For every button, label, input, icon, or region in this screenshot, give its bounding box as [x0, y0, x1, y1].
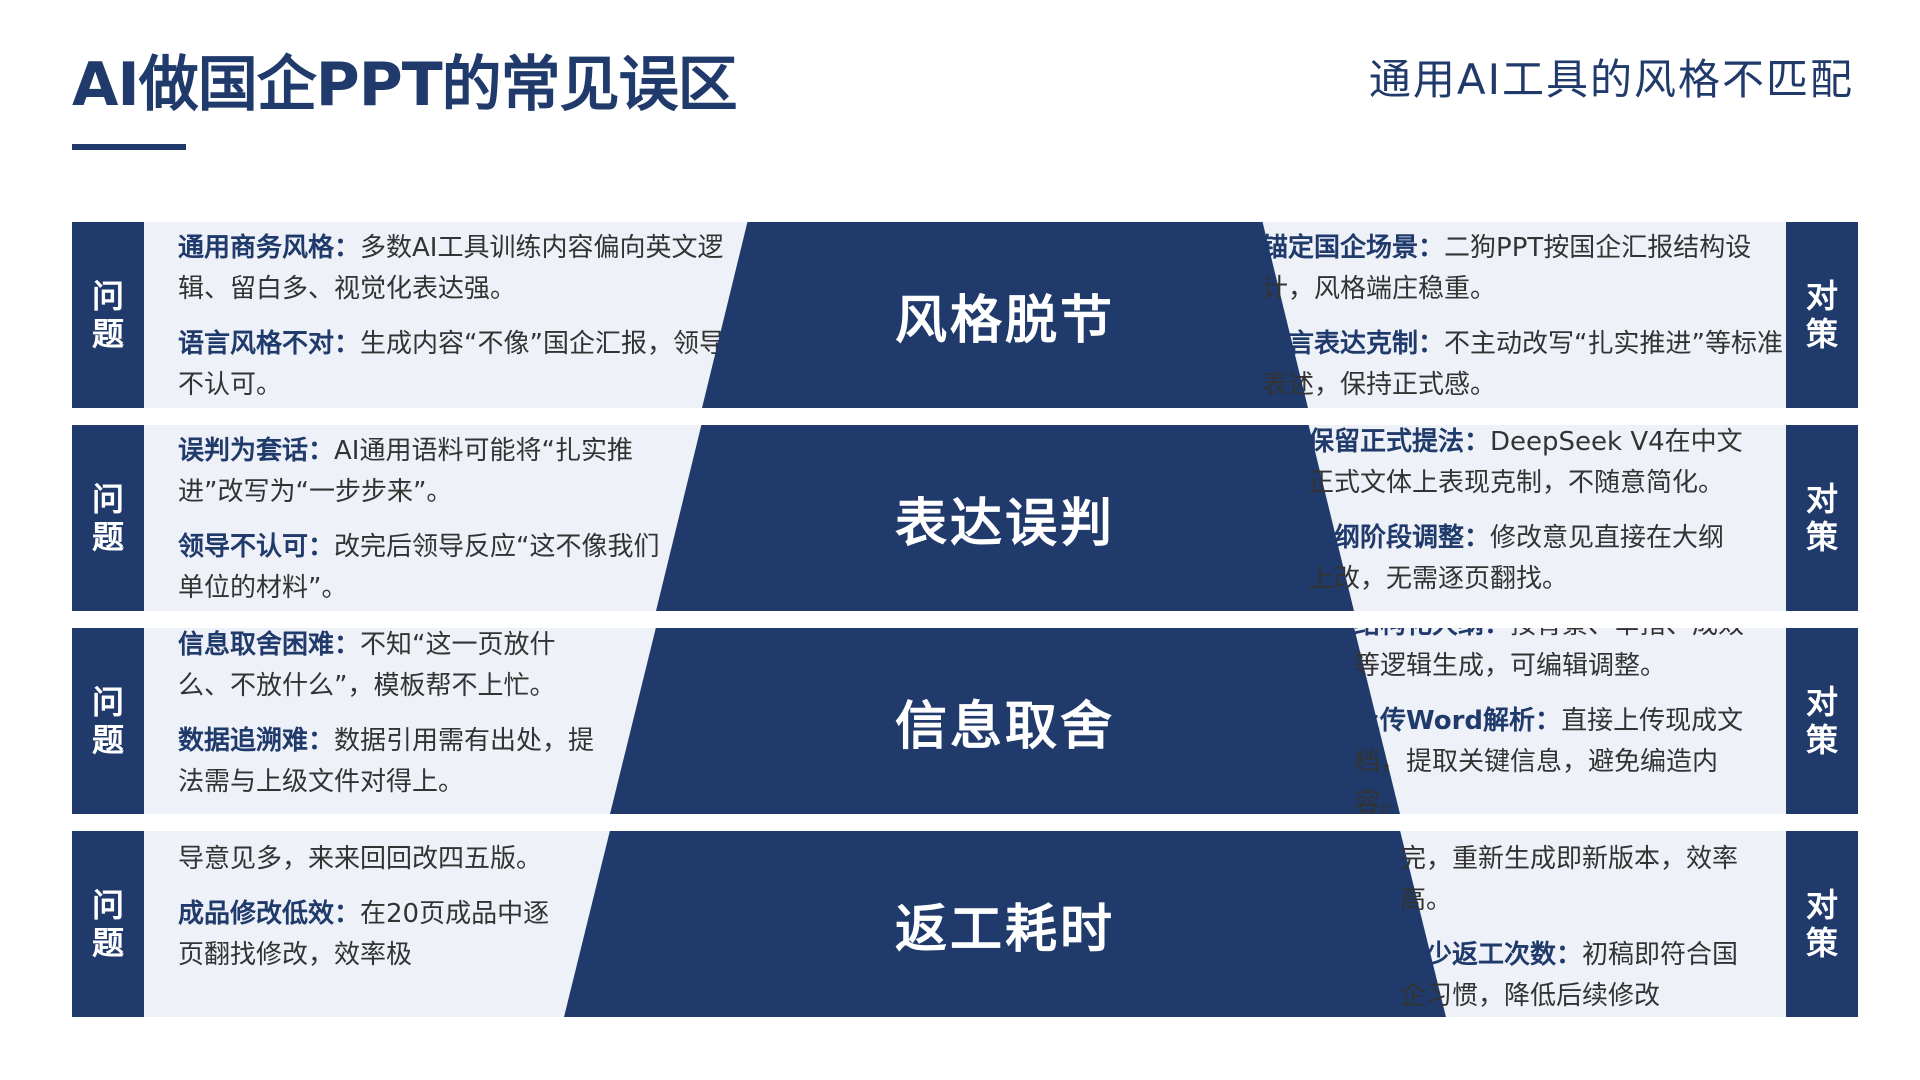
problem-tag-char: 问 — [91, 886, 124, 924]
page-subtitle: 通用AI工具的风格不匹配 — [1368, 55, 1854, 104]
comparison-row: 问 题 通用商务风格：多数AI工具训练内容偏向英文逻辑、留白多、视觉化表达强。 … — [72, 222, 1858, 408]
solution-item-title: 大纲阶段调整： — [1308, 523, 1491, 553]
problem-item-title: 语言风格不对： — [178, 329, 361, 359]
problem-text: 信息取舍困难：不知“这一页放什么、不放什么”，模板帮不上忙。 数据追溯难：数据引… — [178, 628, 598, 814]
solution-item-title: 上传Word解析： — [1354, 705, 1562, 736]
topic-trapezoid: 表达误判 — [656, 425, 1354, 611]
solution-item-text: 直接上传现成文档，提取关键信息，避免编造内容。 — [1354, 705, 1744, 815]
topic-trapezoid: 风格脱节 — [702, 222, 1308, 408]
solution-tag: 对 策 — [1786, 222, 1858, 408]
solution-tag-char: 策 — [1805, 518, 1838, 556]
solution-item-title: 保留正式提法： — [1308, 427, 1491, 457]
problem-item-title: 通用商务风格： — [178, 233, 361, 263]
solution-item-text: 不主动改写“扎实推进”等标准表述，保持正式感。 — [1262, 329, 1783, 400]
solution-text: 结构化大纲：按背景、举措、成效等逻辑生成，可编辑调整。 上传Word解析：直接上… — [1354, 628, 1764, 814]
problem-tag: 问 题 — [72, 628, 144, 814]
problem-item-title: 数据追溯难： — [178, 726, 335, 756]
problem-item-title: 信息取舍困难： — [178, 630, 361, 660]
problem-item: 导意见多，来来回回改四五版。 — [178, 839, 558, 880]
problem-item-text: AI通用语料可能将“扎实推进”改写为“一步步来”。 — [178, 436, 633, 507]
problem-item-text: 生成内容“不像”国企汇报，领导不认可。 — [178, 329, 725, 400]
title-underline — [72, 144, 186, 150]
topic-label: 返工耗时 — [894, 899, 1115, 960]
solution-item-title: 减少返工次数： — [1400, 940, 1583, 970]
problem-item-title: 误判为套话： — [178, 436, 335, 466]
problem-tag: 问 题 — [72, 831, 144, 1017]
solution-item: 大纲阶段调整：修改意见直接在大纲上改，无需逐页翻找。 — [1308, 518, 1748, 600]
problem-tag-char: 题 — [91, 924, 124, 962]
problem-item: 成品修改低效：在20页成品中逐页翻找修改，效率极 — [178, 894, 558, 976]
problem-text: 导意见多，来来回回改四五版。 成品修改低效：在20页成品中逐页翻找修改，效率极 — [178, 831, 558, 1025]
problem-item-text: 数据引用需有出处，提法需与上级文件对得上。 — [178, 726, 595, 797]
topic-label: 风格脱节 — [894, 290, 1115, 351]
comparison-row: 问 题 导意见多，来来回回改四五版。 成品修改低效：在20页成品中逐页翻找修改，… — [72, 831, 1858, 1017]
solution-item: 语言表达克制：不主动改写“扎实推进”等标准表述，保持正式感。 — [1262, 324, 1792, 406]
problem-tag: 问 题 — [72, 222, 144, 408]
solution-tag-char: 策 — [1805, 721, 1838, 759]
solution-item-title: 结构化大纲： — [1354, 628, 1510, 640]
problem-item-text: 多数AI工具训练内容偏向英文逻辑、留白多、视觉化表达强。 — [178, 233, 724, 304]
problem-item: 误判为套话：AI通用语料可能将“扎实推进”改写为“一步步来”。 — [178, 431, 678, 513]
solution-item-text: 完，重新生成即新版本，效率高。 — [1400, 844, 1739, 915]
problem-item: 领导不认可：改完后领导反应“这不像我们单位的材料”。 — [178, 527, 678, 609]
solution-item: 锚定国企场景：二狗PPT按国企汇报结构设计，风格端庄稳重。 — [1262, 228, 1792, 310]
solution-text: 锚定国企场景：二狗PPT按国企汇报结构设计，风格端庄稳重。 语言表达克制：不主动… — [1262, 222, 1792, 414]
problem-tag-char: 问 — [91, 480, 124, 518]
page-title: AI做国企PPT的常见误区 — [72, 50, 738, 120]
solution-item-text: 按背景、举措、成效等逻辑生成，可编辑调整。 — [1354, 628, 1744, 681]
solution-item: 保留正式提法：DeepSeek V4在中文正式文体上表现克制，不随意简化。 — [1308, 425, 1748, 504]
solution-tag-char: 对 — [1805, 886, 1838, 924]
topic-label: 表达误判 — [894, 493, 1115, 554]
solution-item-text: DeepSeek V4在中文正式文体上表现克制，不随意简化。 — [1308, 427, 1743, 498]
problem-item: 语言风格不对：生成内容“不像”国企汇报，领导不认可。 — [178, 324, 738, 406]
problem-item-text: 导意见多，来来回回改四五版。 — [178, 844, 543, 874]
problem-item: 通用商务风格：多数AI工具训练内容偏向英文逻辑、留白多、视觉化表达强。 — [178, 228, 738, 310]
solution-item: 结构化大纲：按背景、举措、成效等逻辑生成，可编辑调整。 — [1354, 628, 1764, 687]
problem-text: 通用商务风格：多数AI工具训练内容偏向英文逻辑、留白多、视觉化表达强。 语言风格… — [178, 222, 738, 414]
solution-tag-char: 对 — [1805, 683, 1838, 721]
problem-item-title: 领导不认可： — [178, 532, 335, 562]
topic-label: 信息取舍 — [894, 696, 1115, 757]
solution-item-title: 锚定国企场景： — [1262, 233, 1445, 263]
topic-trapezoid: 信息取舍 — [610, 628, 1400, 814]
topic-trapezoid: 返工耗时 — [564, 831, 1446, 1017]
solution-item-text: 二狗PPT按国企汇报结构设计，风格端庄稳重。 — [1262, 233, 1752, 304]
solution-item: 减少返工次数：初稿即符合国企习惯，降低后续修改 — [1400, 935, 1760, 1017]
problem-tag-char: 问 — [91, 277, 124, 315]
problem-item-text: 不知“这一页放什么、不放什么”，模板帮不上忙。 — [178, 630, 556, 701]
problem-item-title: 成品修改低效： — [178, 899, 361, 929]
comparison-row: 问 题 误判为套话：AI通用语料可能将“扎实推进”改写为“一步步来”。 领导不认… — [72, 425, 1858, 611]
problem-item-text: 改完后领导反应“这不像我们单位的材料”。 — [178, 532, 660, 603]
solution-tag-char: 对 — [1805, 277, 1838, 315]
problem-tag-char: 题 — [91, 721, 124, 759]
solution-tag-char: 对 — [1805, 480, 1838, 518]
solution-item-text: 初稿即符合国企习惯，降低后续修改 — [1400, 940, 1739, 1011]
problem-tag-char: 题 — [91, 518, 124, 556]
solution-item-text: 修改意见直接在大纲上改，无需逐页翻找。 — [1308, 523, 1725, 594]
problem-item: 数据追溯难：数据引用需有出处，提法需与上级文件对得上。 — [178, 721, 598, 803]
problem-item: 信息取舍困难：不知“这一页放什么、不放什么”，模板帮不上忙。 — [178, 628, 598, 707]
solution-item: 上传Word解析：直接上传现成文档，提取关键信息，避免编造内容。 — [1354, 701, 1764, 815]
solution-tag-char: 策 — [1805, 924, 1838, 962]
solution-item: 完，重新生成即新版本，效率高。 — [1400, 839, 1760, 921]
problem-item-text: 在20页成品中逐页翻找修改，效率极 — [178, 899, 550, 970]
solution-tag: 对 策 — [1786, 831, 1858, 1017]
problem-tag-char: 问 — [91, 683, 124, 721]
solution-item-title: 语言表达克制： — [1262, 329, 1445, 359]
comparison-row: 问 题 信息取舍困难：不知“这一页放什么、不放什么”，模板帮不上忙。 数据追溯难… — [72, 628, 1858, 814]
solution-text: 保留正式提法：DeepSeek V4在中文正式文体上表现克制，不随意简化。 大纲… — [1308, 425, 1748, 611]
solution-tag-char: 策 — [1805, 315, 1838, 353]
solution-text: 完，重新生成即新版本，效率高。 减少返工次数：初稿即符合国企习惯，降低后续修改 — [1400, 831, 1760, 1025]
problem-tag-char: 题 — [91, 315, 124, 353]
solution-tag: 对 策 — [1786, 425, 1858, 611]
solution-tag: 对 策 — [1786, 628, 1858, 814]
problem-tag: 问 题 — [72, 425, 144, 611]
problem-text: 误判为套话：AI通用语料可能将“扎实推进”改写为“一步步来”。 领导不认可：改完… — [178, 425, 678, 617]
